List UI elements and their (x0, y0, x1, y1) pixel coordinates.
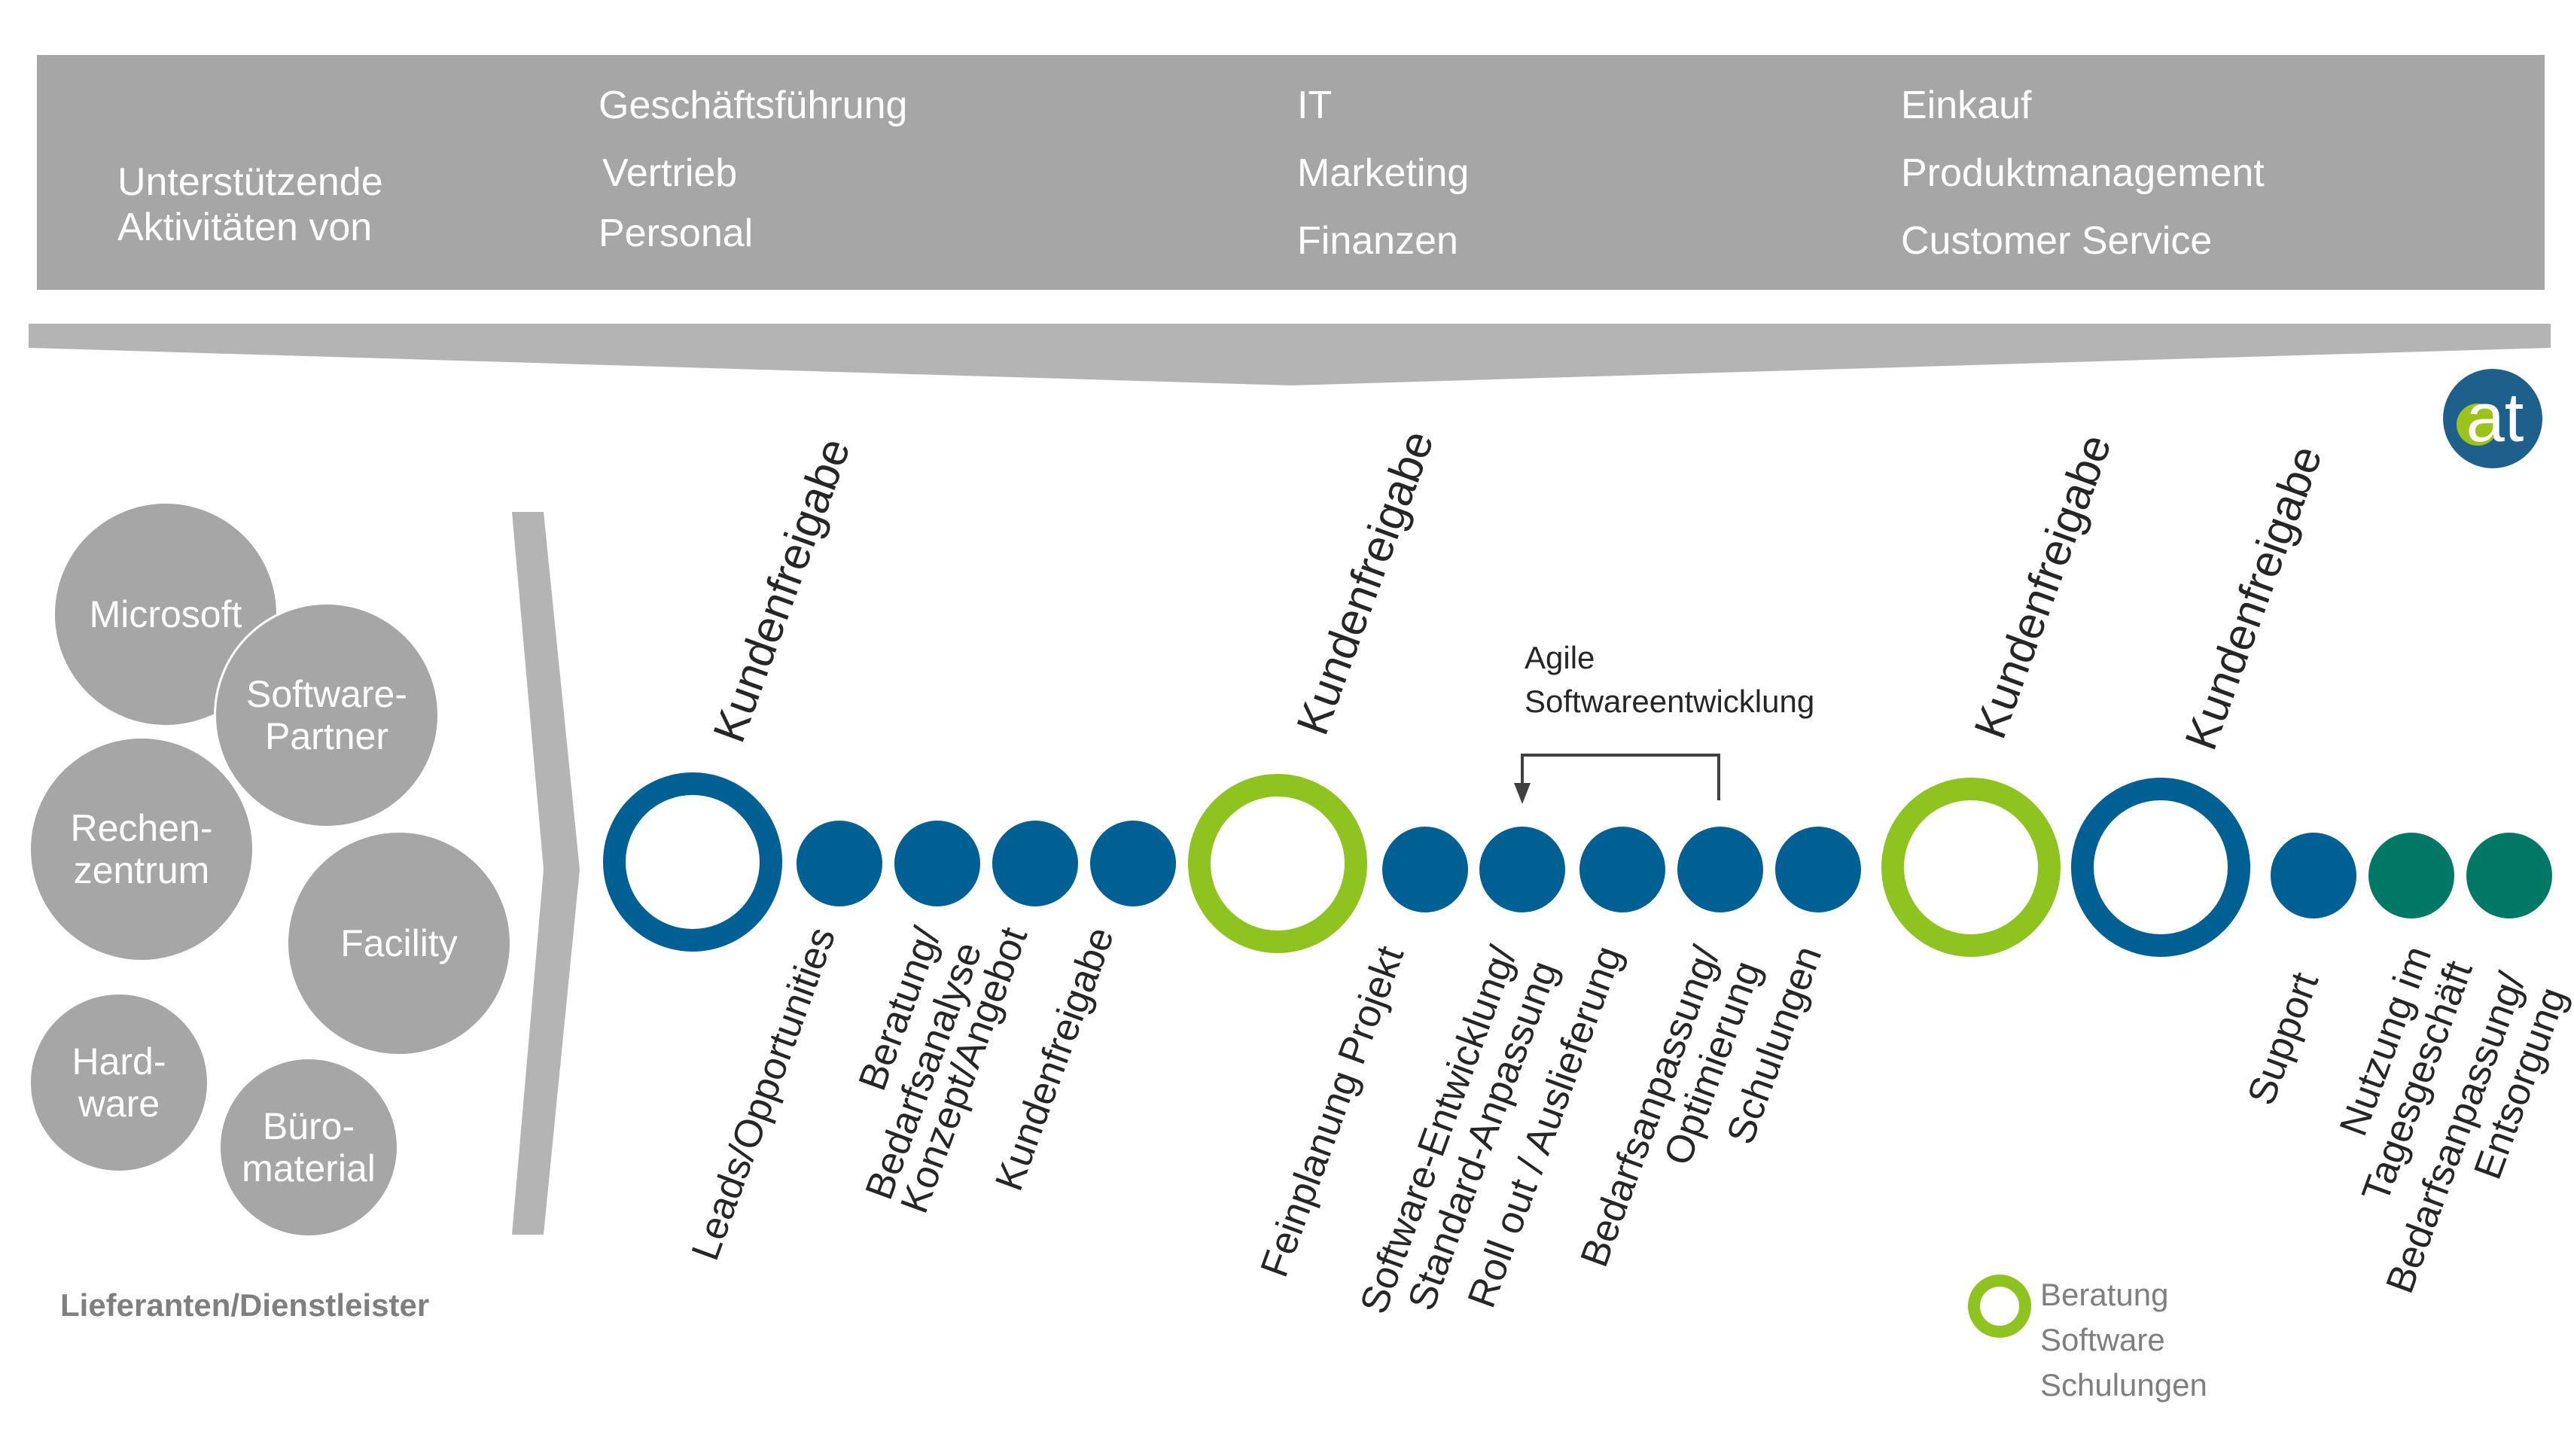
banner-item-marketing: Marketing (1297, 151, 1470, 195)
banner-item-einkauf: Einkauf (1901, 84, 2032, 127)
approval-label-4: Kundenfreigabe (2175, 439, 2332, 756)
legend-text: Beratung Software Schulungen (2040, 1277, 2207, 1403)
supplier-rechenzentrum-label: Rechen- zentrum (70, 807, 213, 891)
supplier-software-partner-label: Software- Partner (246, 673, 407, 757)
step-dot-8 (1677, 827, 1763, 912)
step-label-10: Support (2239, 967, 2327, 1111)
funnel-chevron (29, 324, 2551, 385)
approval-label-2: Kundenfreigabe (1287, 424, 1443, 741)
banner-item-geschaeftsfuehrung: Geschäftsführung (599, 84, 908, 127)
suppliers-caption: Lieferanten/Dienstleister (60, 1287, 430, 1323)
step-dot-3 (992, 821, 1078, 906)
supplier-microsoft-label: Microsoft (89, 593, 242, 635)
milestone-ring-4 (2071, 778, 2250, 957)
milestone-ring-1 (603, 772, 782, 952)
logo-text: at (2466, 379, 2524, 456)
banner-item-personal: Personal (599, 212, 754, 255)
step-dot-11 (2368, 833, 2454, 918)
company-logo: at (2443, 369, 2542, 468)
step-label-1: Leads/Opportunities (684, 921, 845, 1266)
agile-label: Agile Softwareentwicklung (1525, 640, 1815, 719)
legend-ring (1968, 1275, 2031, 1338)
supplier-bueromaterial-label: Büro- material (242, 1105, 376, 1189)
step-dot-1 (797, 821, 882, 906)
step-dot-5 (1382, 827, 1468, 912)
step-dot-2 (894, 821, 980, 906)
logo-dot (2457, 404, 2499, 446)
step-dot-9 (1775, 827, 1861, 912)
supplier-software-partner: Software- Partner (214, 602, 440, 828)
supplier-hardware: Hard- ware (29, 992, 209, 1173)
support-activities-label: Unterstützende Aktivitäten von (117, 160, 383, 249)
step-dot-10 (2271, 833, 2356, 918)
supplier-bueromaterial: Büro- material (218, 1057, 399, 1238)
banner-item-it: IT (1297, 84, 1333, 127)
step-dot-6 (1479, 827, 1565, 912)
approval-label-3: Kundenfreigabe (1964, 428, 2121, 745)
agile-bracket (1521, 754, 1720, 800)
banner-item-vertrieb: Vertrieb (602, 151, 738, 195)
step-dot-7 (1579, 827, 1665, 912)
agile-arrow-head (1514, 783, 1531, 804)
milestone-ring-3 (1881, 778, 2061, 957)
supplier-facility-label: Facility (340, 922, 458, 964)
supplier-rechenzentrum: Rechen- zentrum (29, 736, 254, 962)
banner-item-customer-service: Customer Service (1901, 219, 2213, 263)
milestone-ring-2 (1188, 774, 1367, 953)
support-activities-banner (37, 55, 2545, 290)
banner-item-finanzen: Finanzen (1297, 219, 1458, 263)
banner-item-produktmanagement: Produktmanagement (1901, 151, 2265, 195)
approval-label-1: Kundenfreigabe (703, 431, 860, 748)
step-dot-12 (2466, 833, 2552, 918)
supplier-facility: Facility (286, 830, 512, 1056)
supplier-chevron (512, 512, 580, 1235)
supplier-hardware-label: Hard- ware (72, 1040, 166, 1125)
step-dot-4 (1090, 821, 1176, 906)
